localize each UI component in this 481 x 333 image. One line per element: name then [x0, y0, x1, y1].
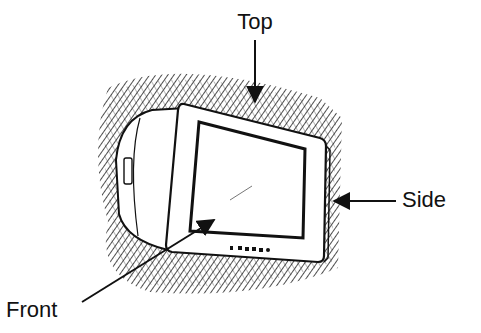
monitor-body-edge	[133, 118, 140, 236]
top-arrow	[254, 40, 256, 102]
part-label: Top	[237, 10, 272, 34]
part-label: Front	[6, 298, 57, 322]
front-arrow	[82, 220, 214, 302]
monitor-screen	[190, 122, 305, 238]
shading-hatch	[98, 74, 342, 294]
side-arrow	[334, 200, 396, 202]
side-vent	[124, 158, 132, 184]
shading-hatch	[104, 80, 336, 287]
bezel-depth	[324, 146, 330, 262]
front-controls	[230, 246, 270, 252]
screen-glare	[230, 186, 252, 200]
part-label: Side	[402, 188, 446, 212]
monitor-bezel	[166, 104, 326, 262]
